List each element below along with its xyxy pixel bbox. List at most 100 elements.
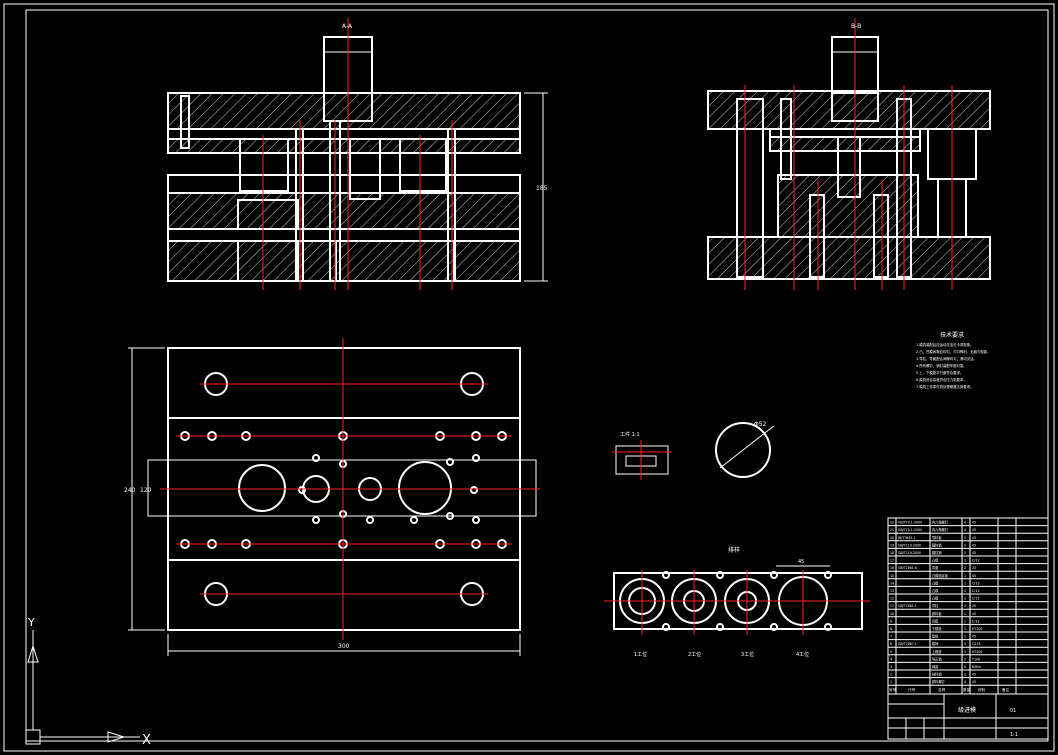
title-block-drawing-no: 01 xyxy=(1010,708,1016,714)
bom-cell-mat: 20 xyxy=(972,566,976,570)
bom-cell-no: 14 xyxy=(890,581,894,585)
bom-cell-name: 导套 xyxy=(932,565,939,570)
bom-cell-code: GB/T2861.6 xyxy=(898,566,917,570)
bom-cell-no: 22 xyxy=(890,521,894,525)
bom-cell-name: 导正销 xyxy=(932,656,942,661)
bom-cell-name: 凸模 xyxy=(932,596,939,601)
bom-cell-mat: 45 xyxy=(972,574,976,578)
bom-cell-no: 21 xyxy=(890,528,894,532)
note-line: 2.凸、凹模间隙应均匀，刃口锋利，无崩刃现象。 xyxy=(916,349,990,354)
bom-cell-no: 20 xyxy=(890,536,894,540)
bom-cell-qty: 4 xyxy=(964,528,966,532)
bom-cell-mat: T10A xyxy=(971,657,981,661)
strip-station-3: 3工位 xyxy=(741,651,754,658)
note-line: 4.所有螺钉、销钉装配牢固可靠。 xyxy=(916,363,967,368)
bom-cell-code: GB/T70.1-2000 xyxy=(898,528,922,532)
bom-cell-mat: Cr12 xyxy=(972,581,980,585)
bom-cell-no: 13 xyxy=(890,589,894,593)
bom-cell-qty: 4 xyxy=(964,680,966,684)
bom-cell-mat: 45 xyxy=(972,536,976,540)
bom-cell-name: 卸料板 xyxy=(932,611,942,616)
bom-cell-name: 圆柱销 xyxy=(932,550,942,555)
bom-cell-code: GB/T2867.1 xyxy=(898,642,917,646)
workpiece-circle-view xyxy=(715,422,775,478)
bom-cell-mat: 45 xyxy=(972,521,976,525)
bom-cell-qty: 2 xyxy=(964,566,966,570)
bom-header-cell: 名称 xyxy=(938,687,946,692)
note-line: 5.上、下模座平行度符合要求。 xyxy=(916,370,963,375)
height-dimension: 185 xyxy=(536,185,548,192)
plan-height-dimension: 240 xyxy=(124,487,136,494)
bom-cell-qty: 1 xyxy=(964,597,966,601)
bom-cell-qty: 1 xyxy=(964,581,966,585)
bom-cell-name: 导料板 xyxy=(932,535,942,540)
bom-cell-name: 上模座 xyxy=(932,649,942,654)
notes-title: 技术要求 xyxy=(940,331,964,339)
bom-cell-qty: 2 xyxy=(964,604,966,608)
note-line: 6.模具闭合高度符合压力机要求。 xyxy=(916,377,967,382)
bom-cell-mat: 45 xyxy=(972,543,976,547)
bom-cell-no: 8 xyxy=(890,627,892,631)
bom-cell-no: 15 xyxy=(890,574,894,578)
note-line: 7.模具工作零件热处理硬度达到要求。 xyxy=(916,384,973,389)
bom-cell-qty: 1 xyxy=(964,642,966,646)
bom-cell-mat: 45 xyxy=(972,673,976,677)
strip-layout xyxy=(604,565,870,635)
bom-cell-name: 内六角螺钉 xyxy=(932,527,949,532)
bom-cell-mat: 45 xyxy=(972,680,976,684)
bom-cell-name: 凸模 xyxy=(932,588,939,593)
side-section-view xyxy=(707,18,991,290)
bom-cell-mat: 45 xyxy=(972,528,976,532)
bom-cell-qty: 1 xyxy=(964,673,966,677)
bom-cell-qty: 2 xyxy=(964,657,966,661)
bom-cell-no: 9 xyxy=(890,619,892,623)
bom-cell-qty: 4 xyxy=(964,521,966,525)
note-line: 3.导柱、导套配合间隙均匀，滑动灵活。 xyxy=(916,356,977,361)
bom-cell-mat: 45 xyxy=(972,635,976,639)
bom-cell-mat: Cr12 xyxy=(972,597,980,601)
bom-cell-name: 挡料销 xyxy=(932,672,942,677)
bom-cell-mat: 65Mn xyxy=(972,665,981,669)
plan-view xyxy=(128,338,540,656)
bom-cell-qty: 2 xyxy=(964,543,966,547)
bom-cell-no: 16 xyxy=(890,566,894,570)
bom-cell-no: 3 xyxy=(890,665,892,669)
bom-header-cell: 代号 xyxy=(908,687,916,692)
bom-cell-mat: Q235 xyxy=(972,642,981,646)
bom-cell-name: 内六角螺钉 xyxy=(932,520,949,525)
detail-view xyxy=(612,440,672,480)
bom-cell-name: 凸模 xyxy=(932,558,939,563)
strip-station-1: 1工位 xyxy=(634,651,647,658)
title-block xyxy=(887,693,1049,740)
technical-notes: 1.模具装配后应运动灵活无卡滞现象。 2.凸、凹模间隙应均匀，刃口锋利，无崩刃现… xyxy=(916,342,990,389)
ucs-x-label: X xyxy=(142,733,151,748)
bom-cell-qty: 1 xyxy=(964,650,966,654)
strip-station-4: 4工位 xyxy=(796,651,809,658)
bom-cell-qty: 1 xyxy=(964,574,966,578)
bom-cell-qty: 1 xyxy=(964,635,966,639)
bom-cell-mat: Cr12 xyxy=(972,559,980,563)
bom-cell-no: 4 xyxy=(890,657,892,661)
bom-cell-qty: 1 xyxy=(964,619,966,623)
bom-cell-name: 凹模 xyxy=(932,618,939,623)
bom-cell-mat: 45 xyxy=(972,612,976,616)
bom-cell-name: 弹簧 xyxy=(932,664,939,669)
bom-header-cell: 备注 xyxy=(1002,687,1010,692)
bom-cell-code: GB/T70.1-2000 xyxy=(898,521,922,525)
bom-cell-code: GB/T119-2000 xyxy=(898,543,921,547)
bom-cell-code: JB/T7645.1 xyxy=(897,536,915,540)
bom-cell-mat: Cr12 xyxy=(972,619,980,623)
bom-cell-qty: 1 xyxy=(964,589,966,593)
bom-cell-no: 11 xyxy=(890,604,894,608)
bom-cell-name: 下模座 xyxy=(932,626,942,631)
bom-cell-no: 10 xyxy=(890,612,894,616)
bom-cell-no: 5 xyxy=(890,650,892,654)
strip-dimension: 45 xyxy=(798,559,804,565)
ucs-y-label: Y xyxy=(27,616,35,629)
bom-cell-no: 17 xyxy=(890,559,894,563)
circle-dimension: Φ52 xyxy=(754,421,767,428)
note-line: 1.模具装配后应运动灵活无卡滞现象。 xyxy=(916,342,973,347)
bom-header-cell: 序号 xyxy=(889,687,897,692)
